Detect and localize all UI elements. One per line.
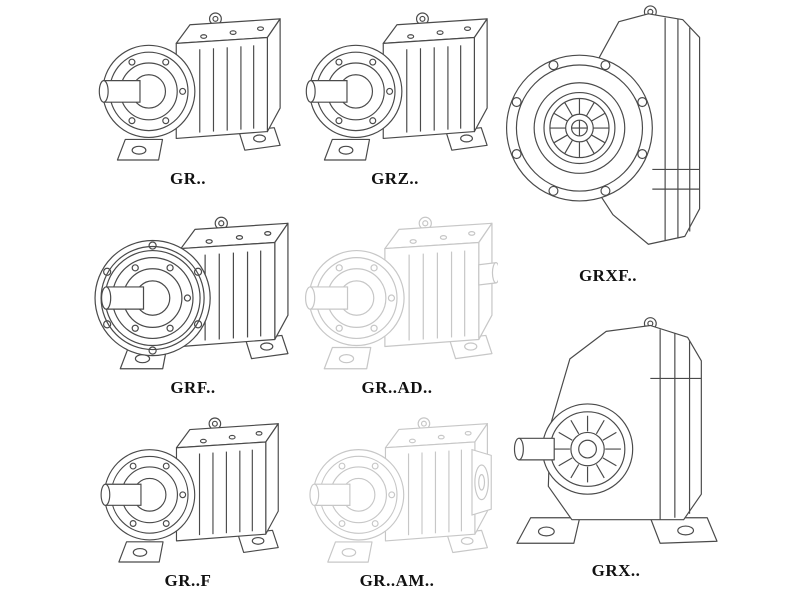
model-label-gr: GR.. [170, 169, 206, 188]
gearbox-gr-ad-illustration [304, 216, 498, 370]
model-label-grz: GRZ.. [371, 169, 419, 188]
model-label-gr-ad: GR..AD.. [361, 378, 433, 397]
model-label-gr-am: GR..AM.. [359, 571, 435, 590]
model-label-grx: GRX.. [591, 561, 641, 580]
output-shaft [513, 437, 555, 461]
gearbox-grz-illustration [305, 12, 488, 161]
figure-grxf: GRXF.. [498, 2, 718, 286]
gearbox-grf-illustration [94, 216, 289, 370]
model-label-grxf: GRXF.. [578, 266, 638, 285]
model-label-gr-f: GR..F [164, 571, 212, 590]
figure-grf: GRF.. [88, 214, 298, 398]
figure-grx: GRX.. [500, 300, 732, 581]
output-bearing-boss [541, 403, 634, 495]
gearbox-grx-illustration [513, 317, 718, 544]
mounting-flange [505, 54, 653, 202]
figure-grz: GRZ.. [295, 10, 495, 189]
figure-gr-ad: GR..AD.. [292, 214, 502, 398]
figure-gr: GR.. [88, 10, 288, 189]
gearbox-grxf-illustration [505, 5, 700, 245]
figure-gr-f: GR..F [88, 415, 288, 591]
gearbox-gr-illustration [98, 12, 281, 161]
gearbox-gr-f-illustration [100, 417, 279, 563]
model-label-grf: GRF.. [170, 378, 216, 397]
figure-gr-am: GR..AM.. [292, 415, 502, 591]
gearbox-gr-am-illustration [309, 417, 492, 563]
